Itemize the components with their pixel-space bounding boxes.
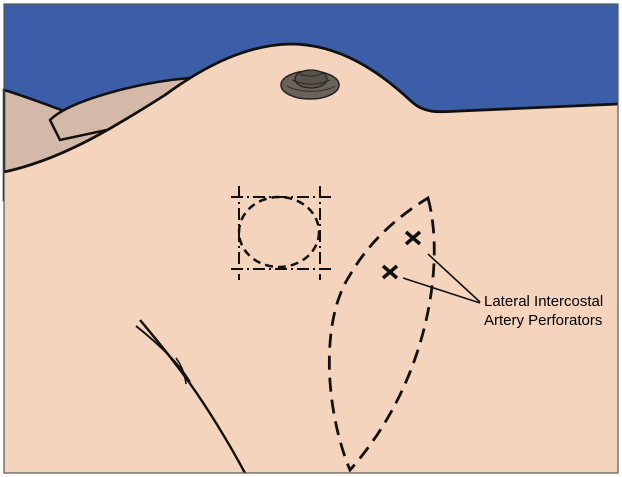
nipple-icon bbox=[281, 70, 339, 99]
perforator-label-line-1: Lateral Intercostal bbox=[484, 292, 618, 311]
perforator-label: Lateral Intercostal Artery Perforators bbox=[484, 292, 618, 330]
perforator-label-line-2: Artery Perforators bbox=[484, 311, 618, 330]
